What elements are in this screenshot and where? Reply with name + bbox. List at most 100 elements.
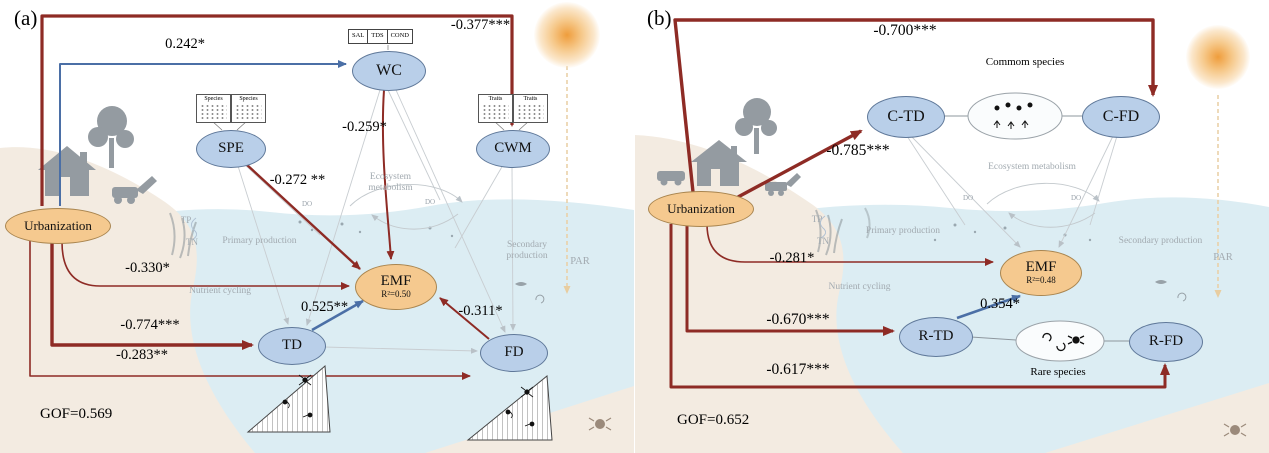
sun-icon [1186, 25, 1250, 89]
node-rfd-label: R-FD [1148, 333, 1184, 350]
fish-icon [1155, 280, 1167, 284]
coef-urb-emf: -0.330* [125, 260, 170, 276]
panel-b-graphics [635, 18, 1269, 453]
td-species-triangle [246, 364, 331, 433]
traits-dots [482, 104, 509, 119]
node-urbanization-b-label: Urbanization [667, 201, 735, 217]
node-emf-a-label: EMF [380, 273, 412, 290]
coef-fd-emf: -0.311* [458, 303, 503, 319]
gof-a: GOF=0.569 [40, 406, 113, 422]
label-tp-b: TP [811, 214, 823, 224]
path-wc-emf [381, 89, 395, 260]
node-spe-label: SPE [218, 140, 244, 157]
node-cfd-label: C-FD [1102, 107, 1140, 125]
label-par-a: PAR [570, 256, 590, 267]
node-fd-label: FD [504, 344, 524, 361]
metabolism-arc [371, 213, 459, 230]
water-plants-b [815, 207, 871, 256]
label-nutrient-cycling-b: Nutrient cycling [828, 282, 891, 292]
emf-a-r2: R²=0.50 [381, 289, 411, 300]
water-a [105, 199, 634, 453]
node-emf-b: EMF R²=0.48 [1000, 250, 1082, 296]
panel-a-label: (a) [14, 6, 38, 30]
species-connectors-b [943, 115, 1129, 342]
path-urb-cwm [40, 14, 517, 206]
rare-species-ellipse [1015, 320, 1105, 362]
car-icon [657, 171, 685, 186]
node-ctd-label: C-TD [887, 107, 925, 125]
house-icon [691, 140, 747, 186]
node-cfd: C-FD [1082, 96, 1160, 138]
tree-icon [116, 130, 134, 148]
coef-urb-ctd: -0.785*** [826, 142, 890, 159]
node-urbanization-a-label: Urbanization [24, 218, 92, 234]
path-urb-td [50, 241, 254, 350]
coef-urb-emf-b: -0.281* [769, 250, 815, 266]
node-rtd: R-TD [899, 317, 973, 357]
path-rtd-emf [956, 294, 1021, 320]
coef-td-emf: 0.525** [300, 299, 349, 315]
shrimp-icon [1177, 292, 1187, 302]
label-do2-b: DO [1071, 194, 1082, 202]
gof-b: GOF=0.652 [677, 412, 750, 428]
crab-icon [588, 417, 612, 431]
shore-scenery-b [657, 98, 801, 196]
node-emf-a: EMF R²=0.50 [355, 264, 437, 310]
coef-urb-fd: -0.283** [116, 347, 168, 363]
path-urb-cfd [673, 18, 1158, 193]
sem-paths-a [29, 14, 517, 380]
label-tn-b: TN [817, 236, 829, 246]
sun-icon [534, 2, 600, 68]
species-dots [235, 104, 262, 119]
metabolism-arc [986, 182, 1100, 205]
coef-urb-cwm: -0.377*** [450, 17, 511, 33]
label-do2-a: DO [425, 198, 436, 206]
species-box-2: Species [231, 94, 266, 123]
label-par-b: PAR [1213, 252, 1233, 263]
label-tp-a: TP [180, 215, 192, 225]
node-wc: WC [352, 51, 426, 91]
label-ecosystem-metabolism-a: Ecosystem metabolism [368, 172, 413, 193]
traits-box-1: Traits [478, 94, 513, 123]
label-secondary-production-b: Secondary production [1118, 236, 1203, 246]
shrimp-icon [535, 294, 545, 304]
path-urb-rtd [685, 224, 895, 336]
label-do1-b: DO [963, 194, 974, 202]
excavator-icon [112, 176, 157, 204]
node-td-label: TD [282, 337, 302, 354]
sem-paths-b [669, 18, 1170, 389]
indicator-sal: SAL [349, 30, 369, 43]
node-fd: FD [480, 334, 548, 372]
coef-urb-td: -0.774*** [120, 317, 180, 333]
shore-b [1045, 383, 1269, 453]
traits-dots [517, 104, 544, 119]
gray-structure-b [820, 135, 1118, 248]
fd-species-triangle [466, 375, 553, 441]
indicator-cond: COND [390, 32, 409, 39]
path-urb-wc [59, 60, 347, 206]
label-do1-a: DO [302, 200, 313, 208]
node-cwm-label: CWM [494, 140, 532, 157]
coef-rtd-emf: 0.354* [980, 296, 1020, 312]
label-primary-production-b: Primary production [865, 226, 941, 236]
tree-icon [761, 120, 777, 136]
path-spe-emf [245, 163, 361, 270]
wc-indicators: SAL TDS COND [348, 29, 413, 44]
tree-icon [97, 106, 127, 136]
coef-urb-cfd: -0.700*** [873, 22, 937, 39]
path-urb-rfd [669, 224, 1170, 389]
node-td: TD [258, 327, 326, 365]
label-secondary-production-a: Secondary production [506, 240, 548, 261]
path-td-emf [311, 299, 364, 332]
rare-species-label: Rare species [1030, 366, 1086, 378]
label-tn-a: TN [186, 237, 198, 247]
species-box-1: Species [196, 94, 231, 123]
tree-icon [743, 98, 771, 126]
node-ctd: C-TD [867, 96, 945, 138]
metabolism-arc [1008, 212, 1096, 228]
gray-structure-a [191, 89, 516, 354]
indicator-tds: TDS [368, 30, 388, 43]
node-rfd: R-FD [1129, 322, 1203, 362]
label-nutrient-cycling-a: Nutrient cycling [189, 286, 251, 296]
house-icon [38, 146, 96, 196]
